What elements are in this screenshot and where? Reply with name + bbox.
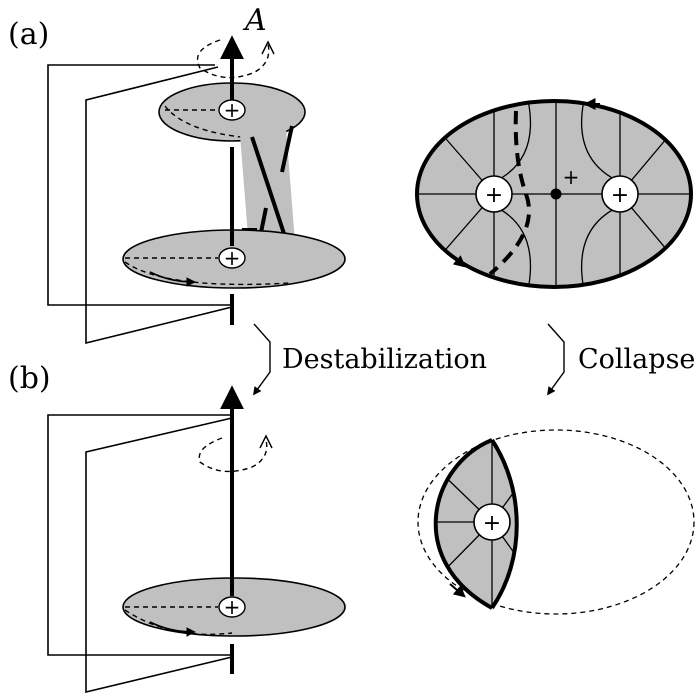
plus-label-lower: + <box>224 246 241 270</box>
lower-disk-flow-arrow <box>149 271 196 287</box>
rotation-indicator-head-a <box>261 40 275 55</box>
boundary-arrow-bottom <box>449 253 466 268</box>
ribbon-edge-right-top <box>280 125 294 173</box>
page-portrait-b: + <box>417 429 695 615</box>
hub-right-a-label: + <box>611 183 629 208</box>
page-portrait-a: + + + <box>415 98 693 289</box>
saddle-plus-label: + <box>563 165 580 189</box>
plus-marker-b <box>218 596 246 618</box>
plus-marker-lower <box>218 247 246 269</box>
lower-disk-b-flow-arrow <box>149 621 196 637</box>
collapsed-region-right-boundary <box>490 438 519 610</box>
page-front-a <box>85 66 233 345</box>
hub-right-a <box>601 175 639 213</box>
panel-label-b: (b) <box>8 361 51 396</box>
rotation-indicator-b <box>198 437 268 473</box>
collapse-arrow <box>547 323 565 396</box>
destabilization-arrow <box>253 323 271 396</box>
hub-left-a <box>475 175 513 213</box>
panel-b-open-book: + <box>47 385 346 694</box>
page-back-a <box>47 64 232 306</box>
plus-marker-upper <box>218 99 246 121</box>
panel-a-open-book: + + <box>47 35 346 345</box>
saddle-point <box>550 188 562 200</box>
plus-label-b: + <box>224 595 241 619</box>
hub-b <box>473 503 511 541</box>
rotation-indicator-head-b <box>259 434 273 449</box>
collapse-label: Collapse <box>578 344 695 375</box>
hub-b-label: + <box>483 511 501 536</box>
lower-disk-b-dashed-edge <box>124 609 233 636</box>
boundary-arrow-b <box>449 583 466 598</box>
hub-left-a-label: + <box>485 183 503 208</box>
panel-label-a: (a) <box>8 17 49 52</box>
upper-disk-dashed-edge <box>164 105 251 139</box>
page-back-b <box>47 414 232 656</box>
destabilization-label: Destabilization <box>282 344 487 375</box>
dashed-arc-a <box>488 110 532 276</box>
page-front-b <box>85 417 233 694</box>
ghost-ellipse-b <box>417 429 695 615</box>
axis-label: A <box>242 3 267 38</box>
page-disk-a-boundary <box>415 99 693 289</box>
plus-label-upper: + <box>224 98 241 122</box>
